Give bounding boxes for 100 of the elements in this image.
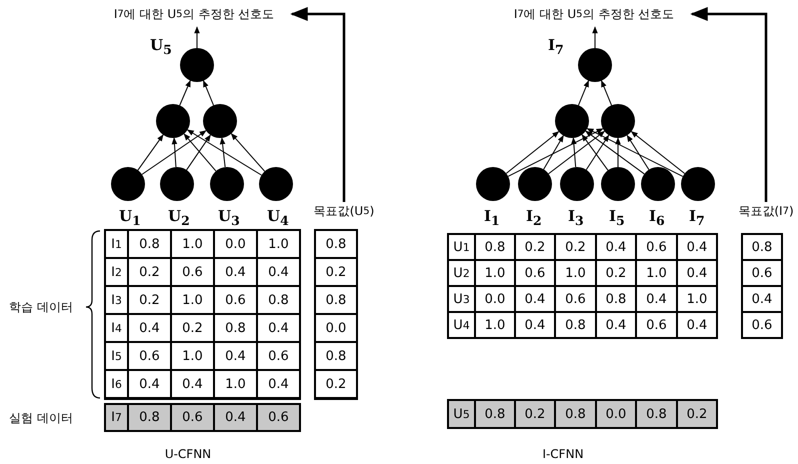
table-cell: 0.4 — [257, 370, 300, 398]
table-cell: 0.4 — [677, 234, 717, 260]
arrow — [586, 134, 610, 170]
neuron-circle — [156, 104, 190, 138]
arrow — [179, 80, 191, 106]
node-label: I$_{1}$ — [484, 207, 500, 228]
table-cell: 1.0 — [214, 370, 257, 398]
neuron-circle — [160, 167, 194, 201]
arrow — [172, 137, 178, 168]
table-cell: 0.0 — [596, 400, 636, 428]
neuron-circle — [578, 48, 612, 82]
table-cell: 1.0 — [475, 312, 515, 338]
table-cell: 0.4 — [214, 404, 257, 431]
group-label: 학습 데이터 — [8, 298, 74, 316]
table-cell: 0.4 — [596, 312, 636, 338]
table-cell: 0.2 — [677, 400, 717, 428]
arrow — [586, 128, 684, 177]
node-label: U$_{4}$ — [267, 207, 289, 228]
arrow — [230, 133, 266, 172]
neuron-circle — [601, 167, 635, 201]
table-cell: 0.8 — [636, 400, 677, 428]
table-cell: 0.0 — [214, 230, 257, 258]
arrow — [184, 133, 216, 172]
table-cell: 0.6 — [257, 342, 300, 370]
group-label: 실험 데이터 — [8, 410, 74, 426]
table-cell: 1.0 — [475, 260, 515, 286]
node-label: I$_{5}$ — [609, 207, 625, 228]
neuron-circle — [555, 104, 589, 138]
neuron-circle — [681, 167, 715, 201]
arrow — [571, 137, 577, 168]
table-cell: 0.4 — [515, 312, 555, 338]
panel-caption: I-CFNN — [541, 446, 585, 463]
table-cell: 0.2 — [315, 258, 357, 286]
table-cell: 0.8 — [555, 400, 596, 428]
table-cell: 0.2 — [596, 260, 636, 286]
table-cell: 0.8 — [315, 342, 357, 370]
neuron-circle — [641, 167, 675, 201]
neuron-circle — [111, 167, 145, 201]
arrow — [220, 137, 226, 168]
table-cell: 0.4 — [677, 312, 717, 338]
arrow — [186, 129, 262, 176]
node-label: U$_{3}$ — [218, 207, 240, 228]
arrow — [137, 134, 164, 171]
table-cell: 0.2 — [128, 258, 171, 286]
node-label: I$_{7}$ — [548, 36, 564, 57]
node-label: U$_{2}$ — [168, 207, 190, 228]
arrow — [600, 80, 612, 106]
neuron-circle — [210, 167, 244, 201]
table-cell: 0.6 — [171, 258, 214, 286]
table-cell: 0.4 — [742, 286, 782, 312]
table-cell: 0.8 — [214, 314, 257, 342]
arrow — [690, 7, 768, 202]
arrow — [585, 130, 645, 174]
table-cell: 0.8 — [128, 230, 171, 258]
table-cell: 1.0 — [171, 230, 214, 258]
arrow — [582, 134, 608, 171]
table-cell: 0.2 — [128, 286, 171, 314]
table-cell: 0.2 — [171, 314, 214, 342]
neuron-circle — [259, 167, 293, 201]
neuron-circle — [560, 167, 594, 201]
table-cell: 0.4 — [214, 258, 257, 286]
table-cell: 0.8 — [475, 234, 515, 260]
table-cell: 0.4 — [677, 260, 717, 286]
arrow — [186, 134, 211, 170]
table-cell: 0.6 — [214, 286, 257, 314]
arrow — [142, 130, 207, 175]
neuron-circle — [203, 104, 237, 138]
table-cell: 1.0 — [171, 342, 214, 370]
arrow — [202, 80, 214, 106]
node-label: I$_{3}$ — [568, 207, 584, 228]
arrow — [630, 131, 686, 174]
table-cell: 0.4 — [128, 314, 171, 342]
table-cell: 0.4 — [171, 370, 214, 398]
table-cell: 0.6 — [742, 260, 782, 286]
table-cell: 0.4 — [515, 286, 555, 312]
table-cell: 1.0 — [171, 286, 214, 314]
neuron-circle — [518, 167, 552, 201]
arrow — [508, 128, 604, 177]
table-cell: 0.8 — [555, 312, 596, 338]
arrow — [592, 26, 598, 48]
table-cell: 0.6 — [515, 260, 555, 286]
node-label: I$_{7}$ — [689, 207, 705, 228]
node-label: I$_{6}$ — [649, 207, 665, 228]
table-cell: 0.8 — [128, 404, 171, 431]
arrow — [548, 130, 606, 174]
table-cell: 0.4 — [257, 314, 300, 342]
table-cell: 1.0 — [257, 230, 300, 258]
arrow — [194, 26, 200, 48]
table-cell: 0.8 — [315, 286, 357, 314]
table-cell: 0.0 — [475, 286, 515, 312]
table-cell: 0.2 — [315, 370, 357, 398]
table-cell: 0.8 — [257, 286, 300, 314]
arrow — [578, 80, 590, 106]
table-cell: 0.6 — [128, 342, 171, 370]
table-cell: 0.6 — [171, 404, 214, 431]
table-cell: 1.0 — [636, 260, 677, 286]
arrow — [506, 131, 560, 174]
table-cell: 0.4 — [214, 342, 257, 370]
table-cell: 0.2 — [555, 234, 596, 260]
table-cell: 1.0 — [677, 286, 717, 312]
